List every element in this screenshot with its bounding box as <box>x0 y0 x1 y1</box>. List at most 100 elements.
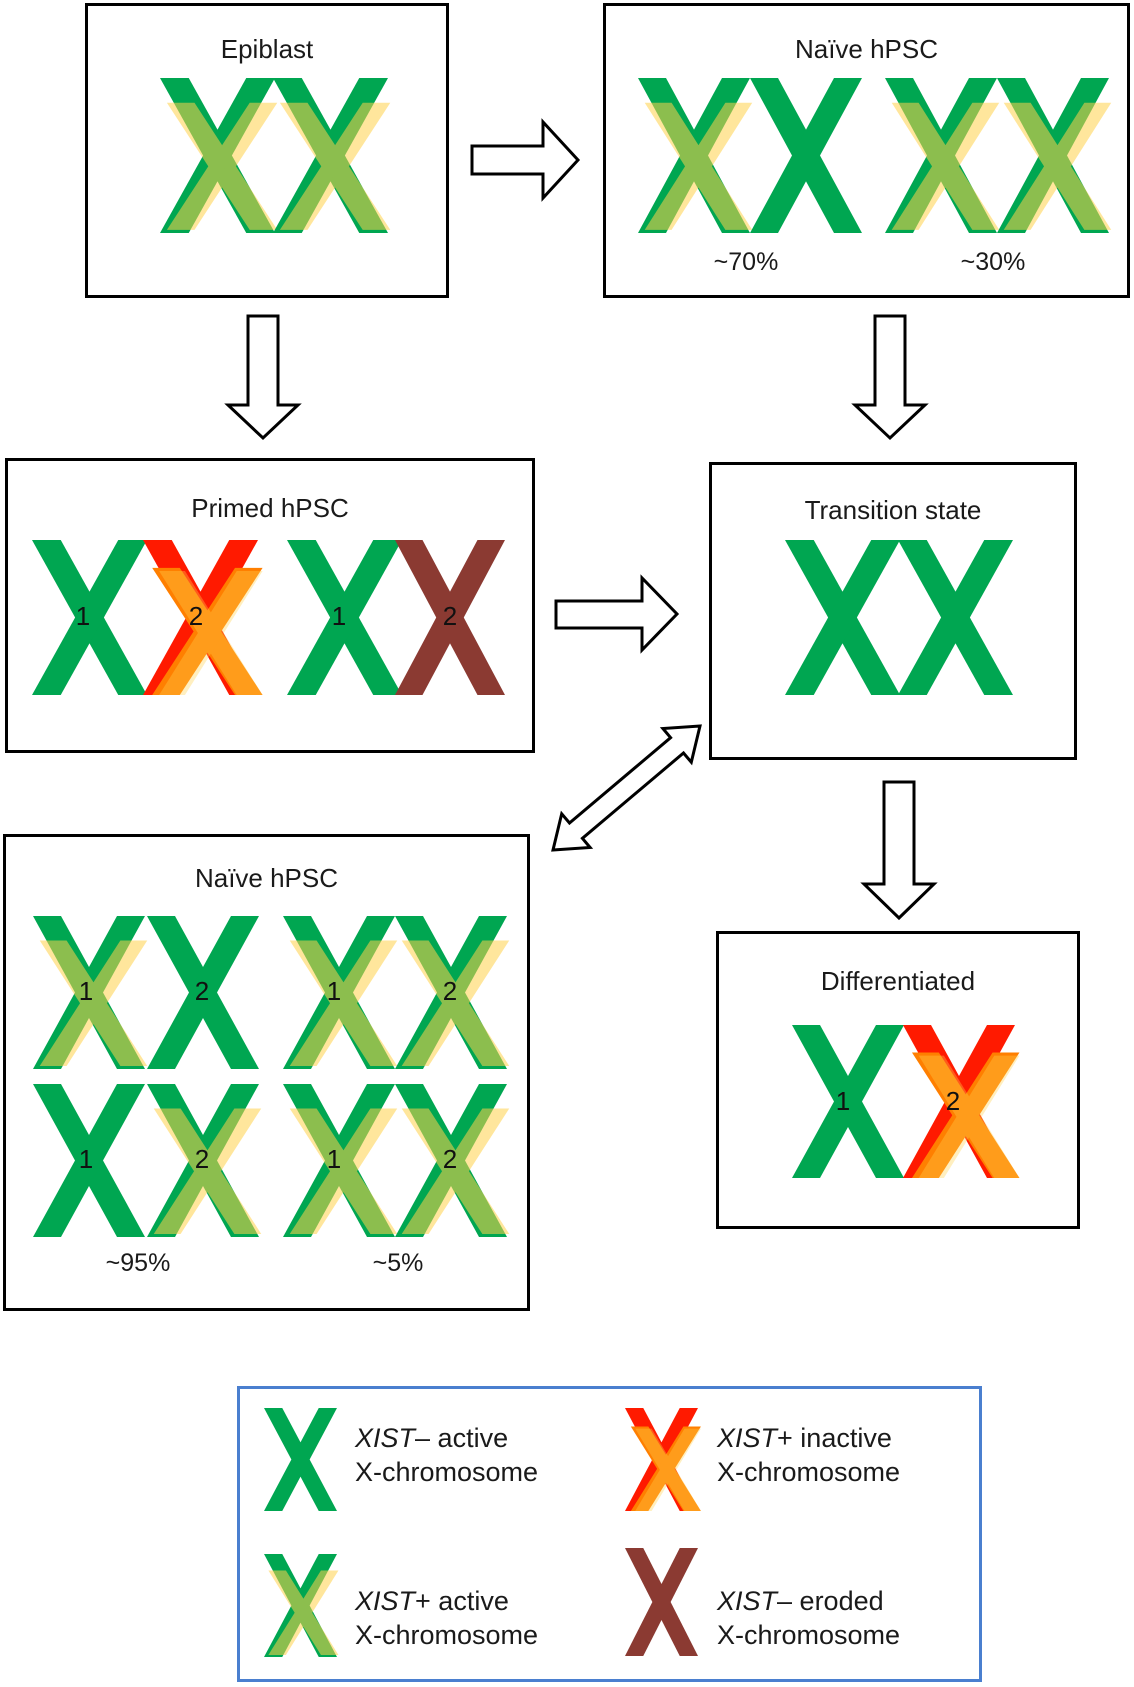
active-x-chromosome <box>792 1025 904 1178</box>
x-xist-coat <box>166 102 278 230</box>
legend-item-label: XIST+ inactive X-chromosome <box>717 1421 900 1489</box>
x-stroke <box>630 1426 701 1511</box>
x-stroke <box>279 102 391 230</box>
x-xist-glow <box>918 1055 1020 1178</box>
x-xist-glow <box>159 571 263 695</box>
box-title: Naïve hPSC <box>794 34 939 64</box>
active-x-chromosome <box>147 916 259 1069</box>
xist-active-x-chromosome <box>283 916 398 1069</box>
x-stroke <box>159 571 263 695</box>
x-xist-coat <box>279 102 391 230</box>
gene-name: XIST <box>717 1423 778 1453</box>
x-xist-coat <box>630 1426 701 1511</box>
x-stroke <box>264 1408 337 1511</box>
transition-box: Transition state <box>709 462 1077 760</box>
x-stroke <box>918 1055 1020 1178</box>
x-xist-coat <box>153 1108 262 1234</box>
active-x-chromosome <box>33 1084 145 1237</box>
percentage-label: ~70% <box>713 248 779 276</box>
state: active <box>430 1586 509 1616</box>
active-x-chromosome <box>750 78 862 233</box>
inactive-x-chromosome <box>143 540 263 695</box>
x-xist-coat <box>891 102 1000 230</box>
x-xist-coat <box>644 102 753 230</box>
percentage-label: ~95% <box>105 1249 171 1277</box>
sign: + <box>415 1586 431 1616</box>
box-title: Transition state <box>804 495 982 525</box>
legend-box: XIST– active X-chromosome XIST+ inactive… <box>237 1386 982 1682</box>
chromosome-number: 2 <box>946 1086 960 1116</box>
flow-arrow-icon <box>470 118 581 202</box>
active-x-chromosome <box>32 540 147 695</box>
legend-item-label: XIST+ active X-chromosome <box>355 1584 538 1652</box>
flow-arrow-icon <box>551 724 702 852</box>
x-stroke <box>785 540 900 695</box>
xist-active-x-chromosome <box>283 1084 398 1237</box>
xist-active-x-chromosome <box>273 78 391 233</box>
chromosome-number: 2 <box>195 1144 209 1174</box>
xist-active-x-chromosome <box>33 916 148 1069</box>
active-x-chromosome <box>785 540 900 695</box>
x-stroke <box>152 567 263 695</box>
chromosome-number: 2 <box>443 601 457 631</box>
x-stroke <box>644 102 753 230</box>
x-stroke <box>635 1428 701 1511</box>
chromosome-number: 2 <box>195 976 209 1006</box>
x-stroke <box>159 571 263 695</box>
x-stroke <box>395 540 505 695</box>
box-title: Naïve hPSC <box>194 863 339 893</box>
chromosome-number: 1 <box>76 601 90 631</box>
flow-arrow-icon <box>851 314 929 441</box>
chromosome-number: 1 <box>332 601 346 631</box>
gene-name: XIST <box>355 1586 416 1616</box>
percentage-label: ~5% <box>372 1249 424 1277</box>
differentiated-box: Differentiated <box>716 931 1080 1229</box>
epiblast-box: Epiblast <box>85 3 449 298</box>
x-stroke <box>401 1108 510 1234</box>
xist-active-x-chromosome <box>885 78 1000 233</box>
x-xist-coat <box>401 1108 510 1234</box>
chromosome-number: 2 <box>189 601 203 631</box>
legend-item-label: XIST– active X-chromosome <box>355 1421 538 1489</box>
x-stroke <box>268 1570 339 1655</box>
percentage-label: ~30% <box>960 248 1026 276</box>
chromosome-number: 1 <box>79 976 93 1006</box>
gene-name: XIST <box>355 1423 416 1453</box>
eroded-x-chromosome <box>625 1548 698 1656</box>
flow-arrow-icon <box>860 780 938 921</box>
line2: X-chromosome <box>717 1457 901 1487</box>
chromosome-number: 2 <box>443 976 457 1006</box>
x-stroke <box>911 1052 1020 1178</box>
box-title: Differentiated <box>820 966 976 996</box>
flow-arrow-icon <box>224 314 302 441</box>
x-stroke <box>898 540 1013 695</box>
x-xist-glow <box>635 1428 701 1511</box>
x-stroke <box>401 940 510 1066</box>
x-stroke <box>891 102 1000 230</box>
gene-name: XIST <box>717 1586 778 1616</box>
x-stroke <box>147 916 259 1069</box>
x-xist-coat <box>268 1570 339 1655</box>
x-stroke <box>750 78 862 233</box>
state: inactive <box>792 1423 892 1453</box>
x-xist-coat <box>152 567 263 695</box>
x-stroke <box>166 102 278 230</box>
line2: X-chromosome <box>717 1620 901 1650</box>
x-xist-coat <box>911 1052 1020 1178</box>
chromosome-number: 1 <box>327 1144 341 1174</box>
inactive-x-chromosome <box>625 1408 701 1511</box>
chromosome-number: 1 <box>836 1086 850 1116</box>
active-x-chromosome <box>898 540 1013 695</box>
state: active <box>430 1423 509 1453</box>
x-xist-coat <box>401 940 510 1066</box>
x-xist-coat <box>289 1108 398 1234</box>
xist-active-x-chromosome <box>395 1084 510 1237</box>
line2: X-chromosome <box>355 1457 539 1487</box>
xist-active-x-chromosome <box>638 78 753 233</box>
eroded-x-chromosome <box>395 540 505 695</box>
x-stroke <box>153 1108 262 1234</box>
sign: – <box>777 1586 793 1616</box>
xist-active-x-chromosome <box>264 1554 339 1657</box>
xist-active-x-chromosome <box>160 78 278 233</box>
